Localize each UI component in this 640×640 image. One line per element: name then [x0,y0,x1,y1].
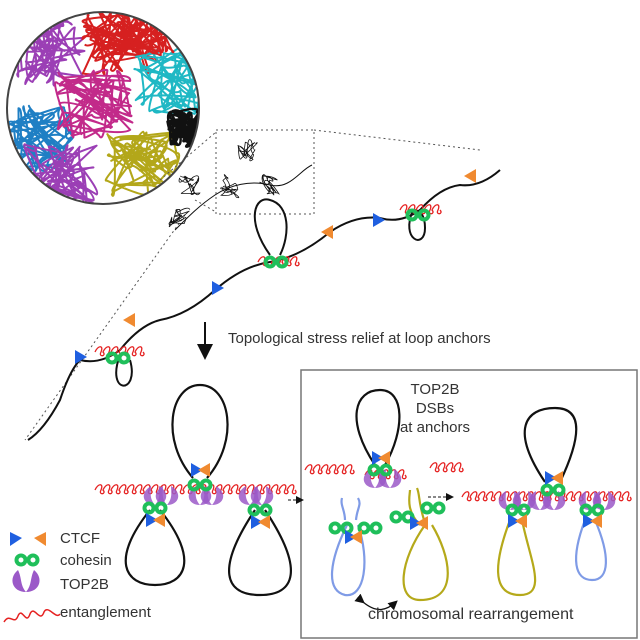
ctcf-icon [198,463,210,477]
chromatin-territory [109,12,188,56]
legend-cohesin: cohesin [60,552,112,569]
cohesin-icon [517,503,531,517]
cohesin-icon [340,521,354,535]
dsb-label-line: at anchors [399,419,471,436]
ctcf-icon [583,514,595,528]
cohesin-icon [154,501,168,515]
ctcf-icon [321,225,333,239]
zoom-guides [24,129,481,441]
cohesin-icon [389,510,403,524]
legend-entanglement: entanglement [60,604,151,621]
legend-top2b: TOP2B [60,576,109,593]
cohesin-icon [142,501,156,515]
cohesin-icon [420,501,434,515]
dsb-label-line: DSBs [415,400,455,417]
cohesin-ring-icon [14,553,40,567]
ctcf-icon [464,169,476,183]
entanglement [429,462,464,473]
chromatin-territory [13,15,86,87]
small-loop-cluster [220,174,240,199]
cohesin-icon [105,351,119,365]
ctcf-icon [350,530,362,544]
top2b-icon [250,486,274,505]
entanglement [304,464,355,475]
cohesin-icon [401,510,415,524]
entanglement-icon [3,609,61,623]
cohesin-icon [357,521,371,535]
cohesin-icon [417,208,431,222]
cohesin-icon [328,521,342,535]
ctcf-icon [373,213,385,227]
panel-loops [331,388,607,602]
ctcf-icon [515,514,527,528]
chromatin-fiber-small [174,164,313,231]
small-loop-cluster [237,139,258,162]
legend-icons [3,532,61,623]
chromatin-territory [104,128,181,197]
ctcf-icon [146,513,158,527]
chromatin-territory [133,43,199,115]
cohesin-icon [263,255,277,269]
cohesin-icon [187,478,201,492]
chromatin-territory [54,68,134,139]
ctcf-icon [212,281,224,295]
small-loop-cluster [259,174,280,196]
exchange-arrow [354,593,398,611]
stress-relieved-loops [124,383,292,597]
dsb-label: TOP2B DSBs at anchors [375,380,495,437]
top2b-icon [12,570,40,592]
chromatin-territory [166,107,199,148]
ctcf-icon [123,313,135,327]
top2b-icon [512,491,536,510]
dsb-panel [300,369,638,639]
small-loop-cluster [178,175,201,196]
ctcf-icon [551,471,563,485]
cohesin-icon [579,503,593,517]
ctcf-icon [378,451,390,465]
cohesin-icon [369,521,383,535]
cohesin-icon [117,351,131,365]
ctcf-triangles-icon [10,532,22,546]
ctcf-icon [416,516,428,530]
top2b-icon [155,486,179,505]
cohesin-icon [379,463,393,477]
cohesin-icon [259,503,273,517]
cohesin-icon [552,483,566,497]
cohesin-icon [540,483,554,497]
cohesin-icon [247,503,261,517]
dsb-label-line: TOP2B [410,381,460,398]
nucleus-territories [6,11,200,205]
cohesin-icon [367,463,381,477]
cohesin-icon [199,478,213,492]
cohesin-icon [275,255,289,269]
ctcf-icon [258,515,270,529]
small-loop-cluster [168,207,191,228]
main-step-label: Topological stress relief at loop anchor… [228,330,491,347]
ctcf-icon [191,463,203,477]
legend-ctcf: CTCF [60,530,100,547]
ctcf-icon [508,514,520,528]
entanglement [94,346,145,357]
ctcf-icon [251,515,263,529]
ctcf-icon [590,514,602,528]
cohesin-icon [405,208,419,222]
ctcf-icon [153,513,165,527]
cohesin-icon [432,501,446,515]
small-loop-clusters [168,139,280,228]
ctcf-icon [75,350,87,364]
rearrangement-label: chromosomal rearrangement [368,606,574,623]
cohesin-icon [591,503,605,517]
cohesin-icon [505,503,519,517]
